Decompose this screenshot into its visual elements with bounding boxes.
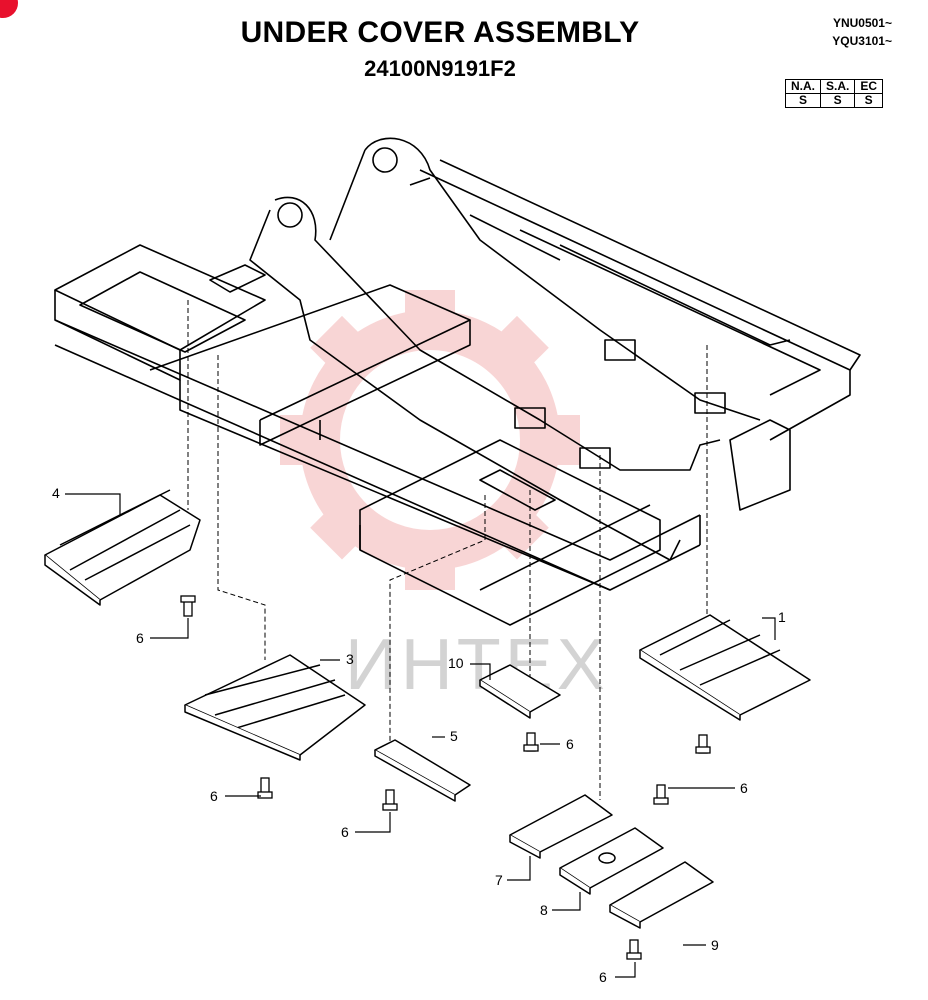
watermark-text: ИНТЕХ [345,625,609,705]
market-applicability-table: N.A. S.A. EC S S S [785,79,884,108]
callout-10: 10 [448,655,464,671]
bolt-icon [523,732,539,752]
callout-7: 7 [495,872,503,888]
callout-6e: 6 [740,780,748,796]
serial-ranges: YNU0501~ YQU3101~ [832,14,892,50]
callout-6d: 6 [566,736,574,752]
corner-badge [0,0,18,18]
assembly-leader-lines [187,300,708,800]
serial-range-1: YNU0501~ [832,16,892,30]
bolt-icon [695,734,711,754]
callout-8: 8 [540,902,548,918]
watermark-gear-icon [280,290,580,590]
part-code: 24100N9191F2 [364,56,516,81]
under-cover-part-8 [559,827,664,895]
market-value-sa: S [819,93,856,108]
under-cover-part-7 [509,794,613,859]
page-title: UNDER COVER ASSEMBLY [240,16,640,49]
under-cover-part-1 [639,614,811,721]
bolt-icon [257,777,273,799]
serial-range-2: YQU3101~ [832,34,892,48]
market-header-na: N.A. [785,79,821,94]
callout-9: 9 [711,937,719,953]
bolt-icon [653,784,669,805]
callout-6c: 6 [341,824,349,840]
callout-3: 3 [346,651,354,667]
under-cover-part-5 [374,739,471,802]
callout-labels: 4 3 1 5 10 6 6 6 6 6 6 7 8 9 [52,485,786,985]
bolt-icon [382,789,398,811]
callout-4: 4 [52,485,60,501]
under-cover-part-3 [184,654,366,761]
under-cover-part-4 [44,489,201,606]
under-cover-part-10 [479,664,561,719]
callout-6b: 6 [210,788,218,804]
frame-assembly [54,137,861,626]
callout-leaders [65,493,776,978]
callout-6f: 6 [599,969,607,985]
bolt-icon [626,939,642,960]
bolts-part-6 [180,595,711,960]
market-value-na: S [785,93,821,108]
callout-5: 5 [450,728,458,744]
callout-6a: 6 [136,630,144,646]
bolt-icon [180,595,196,617]
market-value-ec: S [854,93,884,108]
callout-1: 1 [778,609,786,625]
under-cover-part-9 [609,861,714,929]
